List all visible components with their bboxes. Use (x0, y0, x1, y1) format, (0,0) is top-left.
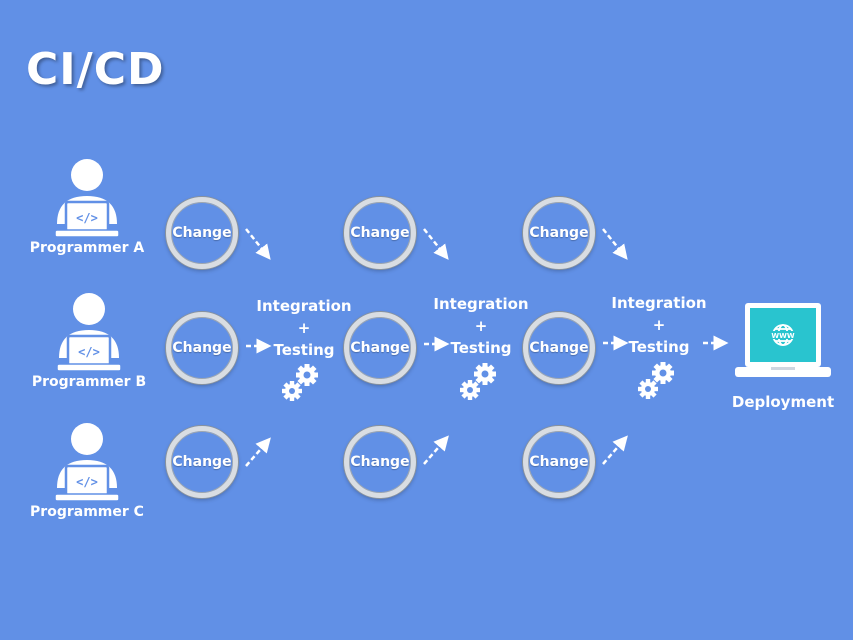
gears-icon (282, 364, 318, 401)
svg-text:</>: </> (76, 475, 98, 489)
change-node: Change (523, 312, 595, 384)
testing-label: Testing (450, 339, 512, 357)
programmer-laptop-icon: </> (54, 159, 120, 238)
change-node: Change (166, 312, 238, 384)
programmer-a: </> Programmer A (27, 158, 147, 256)
testing-label: Testing (628, 338, 690, 356)
change-node: Change (523, 426, 595, 498)
laptop-globe-icon: WWW (735, 303, 831, 377)
programmer-c: </> Programmer C (27, 422, 147, 520)
programmer-label: Programmer B (31, 374, 147, 390)
integration-label: Integration (256, 297, 352, 315)
integration-testing-2: Integration + Testing (426, 293, 536, 359)
plus-label: + (652, 316, 666, 334)
integration-label: Integration (433, 295, 529, 313)
change-node: Change (166, 197, 238, 269)
programmer-laptop-icon: </> (54, 423, 120, 502)
arrow-up-right (245, 437, 271, 467)
gears-icon (460, 363, 496, 400)
svg-text:</>: </> (76, 211, 98, 225)
arrow-down-right (602, 228, 628, 260)
change-node: Change (344, 426, 416, 498)
arrow-up-right (423, 435, 449, 465)
programmer-label: Programmer C (30, 504, 144, 520)
deployment: WWW Deployment (723, 301, 843, 411)
testing-label: Testing (273, 341, 335, 359)
plus-label: + (474, 317, 488, 335)
change-node: Change (344, 312, 416, 384)
change-node: Change (166, 426, 238, 498)
programmer-laptop-icon: </> (56, 293, 122, 372)
arrow-up-right (602, 435, 628, 465)
plus-label: + (297, 319, 311, 337)
arrow-down-right (423, 228, 449, 260)
arrow-down-right (245, 228, 271, 260)
gears-icon (638, 362, 674, 399)
programmer-label: Programmer A (29, 240, 145, 256)
deployment-label: Deployment (731, 393, 835, 411)
integration-label: Integration (611, 294, 707, 312)
programmer-b: </> Programmer B (29, 292, 149, 390)
change-node: Change (523, 197, 595, 269)
svg-text:</>: </> (78, 345, 100, 359)
svg-text:WWW: WWW (771, 332, 794, 340)
integration-testing-3: Integration + Testing (604, 292, 714, 358)
integration-testing-1: Integration + Testing (249, 295, 359, 361)
page-title: CI/CD (26, 44, 165, 95)
change-node: Change (344, 197, 416, 269)
